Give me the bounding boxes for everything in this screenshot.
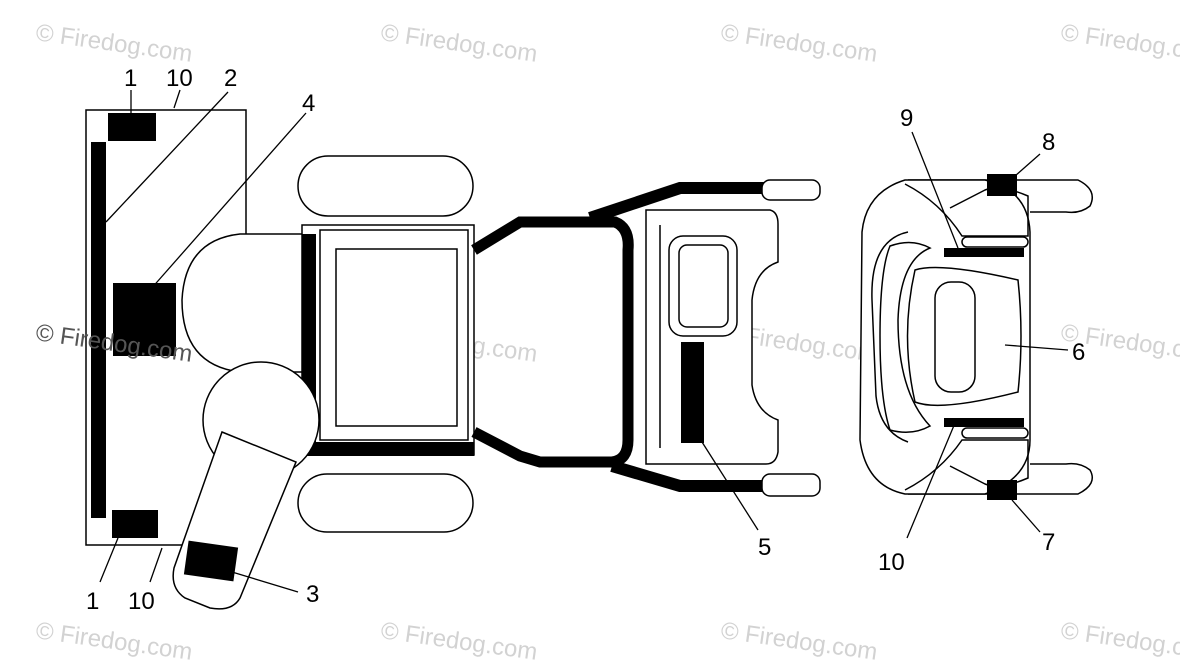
seat-inner [335,248,458,427]
front-fender-upper [871,231,909,443]
hood [181,233,306,373]
front-grille [934,281,976,393]
watermark: © Firedog.com [379,617,539,666]
leader-2 [105,91,229,223]
leader-4 [149,112,307,291]
callout-10-bottom: 10 [128,588,155,615]
watermark: © Firedog.com [379,19,539,68]
upper-rail-tip [761,179,821,201]
upper-rail [588,182,770,224]
lower-tire [297,473,474,533]
leader-1-bottom [99,537,119,583]
frame-bar-bottom [302,442,474,456]
leader-3 [231,571,299,593]
leader-lines [99,89,1069,593]
callout-6: 6 [1072,339,1085,366]
front-slot-upper [961,236,1029,248]
callout-8: 8 [1042,129,1055,156]
decal-8 [987,174,1017,196]
watermark: © Firedog.com [719,19,879,68]
lower-rail [610,460,770,492]
front-slot-lower [961,427,1029,439]
front-body-inner [879,241,932,433]
leader-10-top [173,89,181,109]
leader-5 [701,441,759,531]
callout-4: 4 [302,90,315,117]
callout-1-top: 1 [124,65,137,92]
decal-5 [681,342,704,443]
leader-8 [1014,153,1041,177]
callout-2: 2 [224,65,237,92]
vehicle-front-view [859,174,1093,500]
watermark: © Firedog.com [1059,19,1180,68]
decal-1-bottom [112,510,158,538]
vehicle-top-view [85,109,821,610]
callout-7: 7 [1042,529,1055,556]
callout-1-bottom: 1 [86,588,99,615]
callout-3: 3 [306,581,319,608]
decal-2-strip [91,142,106,518]
leader-6 [1004,344,1069,351]
watermark: © Firedog.com [34,617,194,666]
decal-1-top [108,113,156,141]
leader-10-bottom [149,547,163,583]
callout-numbers: 1 10 2 4 1 10 3 5 9 8 6 10 7 [86,65,1085,615]
decal-9 [944,248,1024,257]
callout-10-top: 10 [166,65,193,92]
decal-7 [987,480,1017,500]
callout-10-right: 10 [878,549,905,576]
watermark: © Firedog.com [34,19,194,68]
rear-window-inner [678,244,729,328]
lower-rail-tip [761,473,821,497]
decal-4 [113,283,176,356]
decal-10-right [944,418,1024,427]
watermark: © Firedog.com [719,617,879,666]
watermark: © Firedog.com [1059,617,1180,666]
decal-3 [183,540,239,582]
callout-5: 5 [758,534,771,561]
callout-9: 9 [900,105,913,132]
leader-7 [1011,499,1041,533]
leader-10-right [906,422,956,539]
leader-9 [911,131,959,249]
upper-tire [297,155,474,217]
